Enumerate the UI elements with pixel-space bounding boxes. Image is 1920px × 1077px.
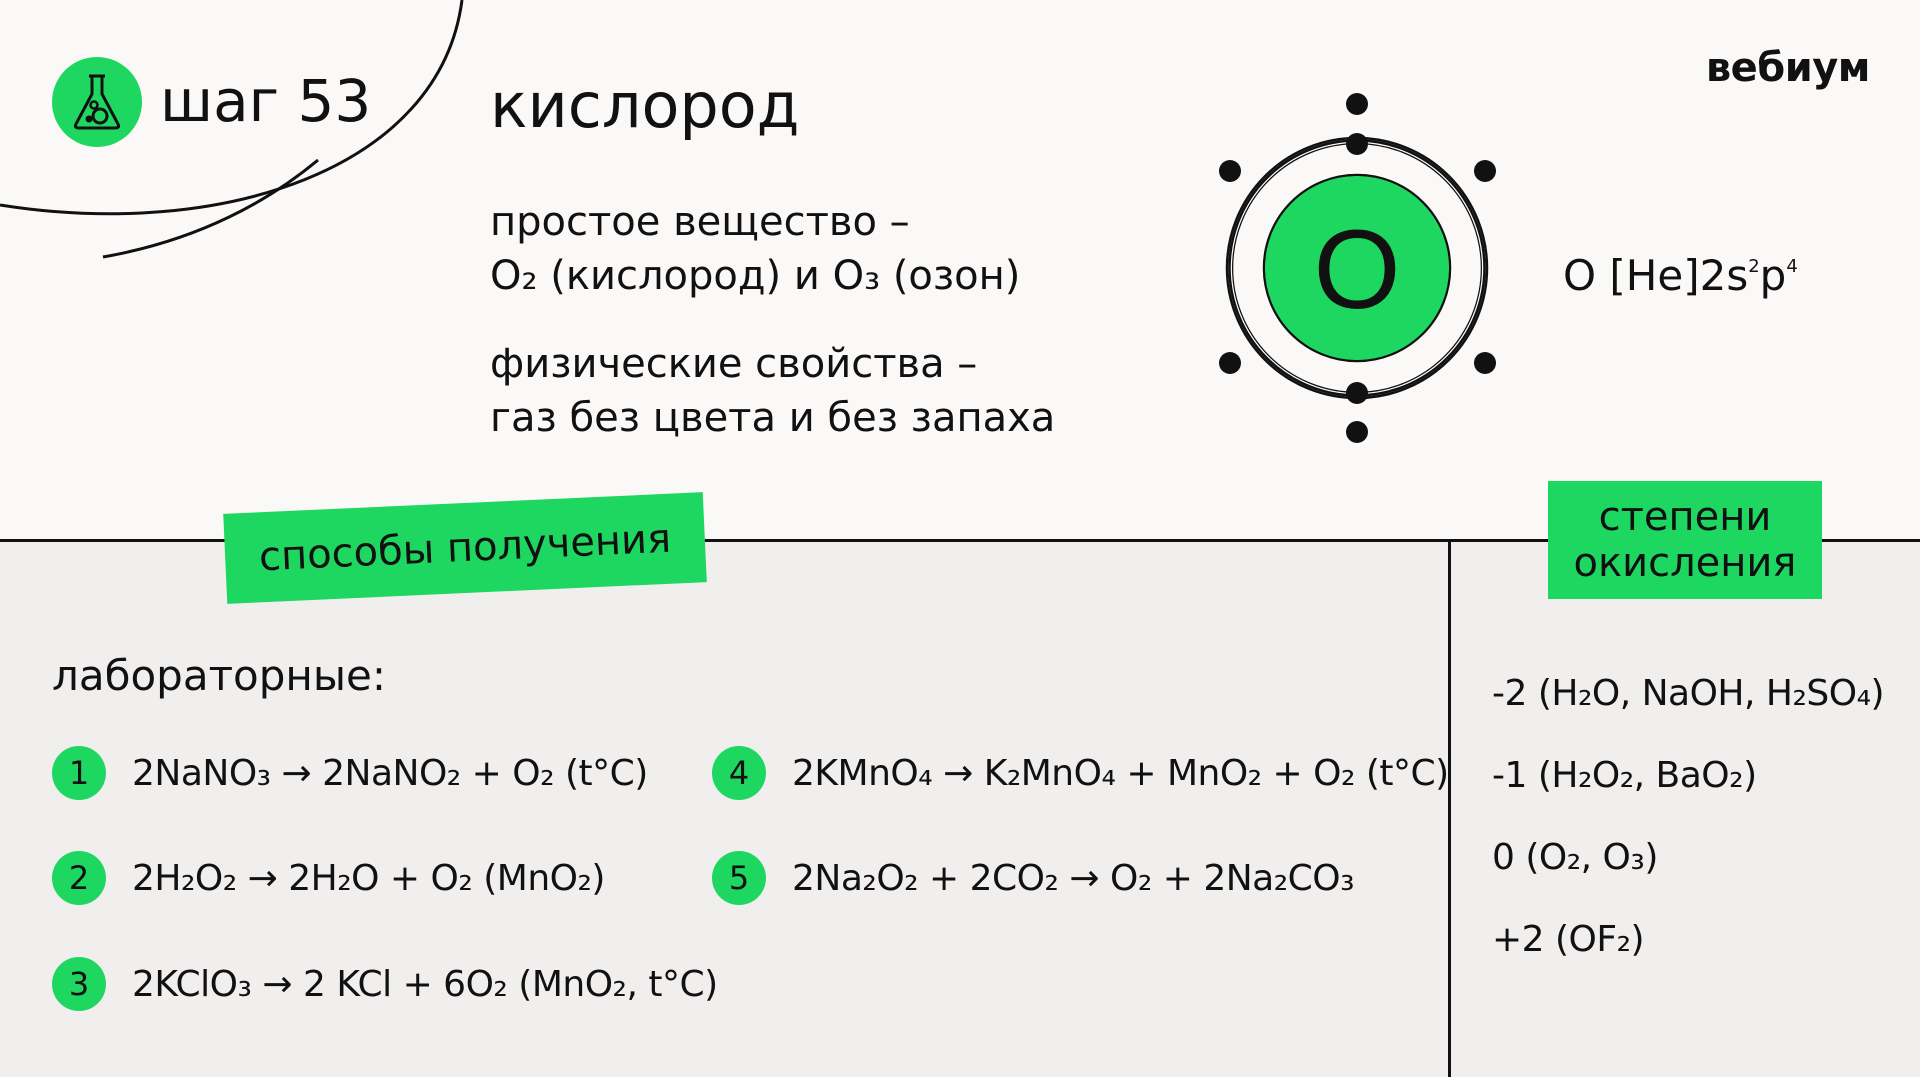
nucleus-symbol: O xyxy=(1313,207,1400,332)
methods-tag-label: способы получения xyxy=(257,515,673,581)
reaction-number-badge: 1 xyxy=(52,746,106,800)
oxidation-state-item: -2 (H₂O, NaOH, H₂SO₄) xyxy=(1492,673,1885,714)
reaction-item: 2 2H₂O₂ → 2H₂O + O₂ (MnO₂) xyxy=(52,851,605,905)
reaction-equation: 2H₂O₂ → 2H₂O + O₂ (MnO₂) xyxy=(132,857,605,899)
electron xyxy=(1346,421,1368,443)
page-title: кислород xyxy=(490,69,800,142)
reaction-equation: 2KClO₃ → 2 KCl + 6O₂ (MnO₂, t°C) xyxy=(132,963,718,1005)
reaction-equation: 2NaNO₃ → 2NaNO₂ + O₂ (t°C) xyxy=(132,752,648,794)
electron xyxy=(1346,133,1368,155)
reaction-item: 5 2Na₂O₂ + 2CO₂ → O₂ + 2Na₂CO₃ xyxy=(712,851,1355,905)
simple-substance-line-1: простое вещество – xyxy=(490,199,910,245)
electron xyxy=(1219,352,1241,374)
reaction-item: 1 2NaNO₃ → 2NaNO₂ + O₂ (t°C) xyxy=(52,746,648,800)
physical-properties-block: физические свойства – газ без цвета и бе… xyxy=(490,337,1055,445)
step-label: шаг 53 xyxy=(160,67,372,135)
bottom-panel xyxy=(0,539,1920,1077)
flask-icon xyxy=(73,74,121,130)
electron xyxy=(1474,352,1496,374)
reaction-number-badge: 4 xyxy=(712,746,766,800)
physical-line-1: физические свойства – xyxy=(490,341,978,387)
reaction-number-badge: 3 xyxy=(52,957,106,1011)
reaction-item: 4 2KMnO₄ → K₂MnO₄ + MnO₂ + O₂ (t°C) xyxy=(712,746,1449,800)
reaction-number-badge: 2 xyxy=(52,851,106,905)
electron xyxy=(1346,382,1368,404)
lab-heading: лабораторные: xyxy=(52,651,387,700)
oxidation-state-item: -1 (H₂O₂, BaO₂) xyxy=(1492,755,1757,796)
config-p-exponent: 4 xyxy=(1786,256,1798,277)
oxidation-tag-line-2: окисления xyxy=(1573,540,1797,586)
oxidation-tag: степени окисления xyxy=(1548,481,1822,599)
oxidation-state-item: +2 (OF₂) xyxy=(1492,919,1645,960)
brand-logo: вебиум xyxy=(1705,45,1871,91)
config-p: p xyxy=(1759,251,1787,300)
oxidation-state-item: 0 (O₂, O₃) xyxy=(1492,837,1658,878)
electron xyxy=(1474,160,1496,182)
electron-configuration: O [He]2s2p4 xyxy=(1563,240,1798,303)
reaction-number-badge: 5 xyxy=(712,851,766,905)
reaction-equation: 2Na₂O₂ + 2CO₂ → O₂ + 2Na₂CO₃ xyxy=(792,857,1355,899)
electron xyxy=(1346,93,1368,115)
reaction-item: 3 2KClO₃ → 2 KCl + 6O₂ (MnO₂, t°C) xyxy=(52,957,718,1011)
vertical-divider xyxy=(1448,539,1451,1077)
simple-substance-line-2: O₂ (кислород) и O₃ (озон) xyxy=(490,253,1021,299)
atom-diagram: O xyxy=(1219,93,1496,443)
inner-shell xyxy=(1262,173,1452,363)
reaction-equation: 2KMnO₄ → K₂MnO₄ + MnO₂ + O₂ (t°C) xyxy=(792,752,1449,794)
electron xyxy=(1219,160,1241,182)
decorative-arcs xyxy=(0,0,464,259)
simple-substance-block: простое вещество – O₂ (кислород) и O₃ (о… xyxy=(490,195,1020,303)
config-s-exponent: 2 xyxy=(1748,256,1760,277)
oxidation-tag-line-1: степени xyxy=(1598,494,1772,540)
nucleus xyxy=(1265,176,1449,360)
physical-line-2: газ без цвета и без запаха xyxy=(490,395,1056,441)
step-badge xyxy=(52,57,142,147)
config-prefix: O [He]2s xyxy=(1563,251,1749,300)
